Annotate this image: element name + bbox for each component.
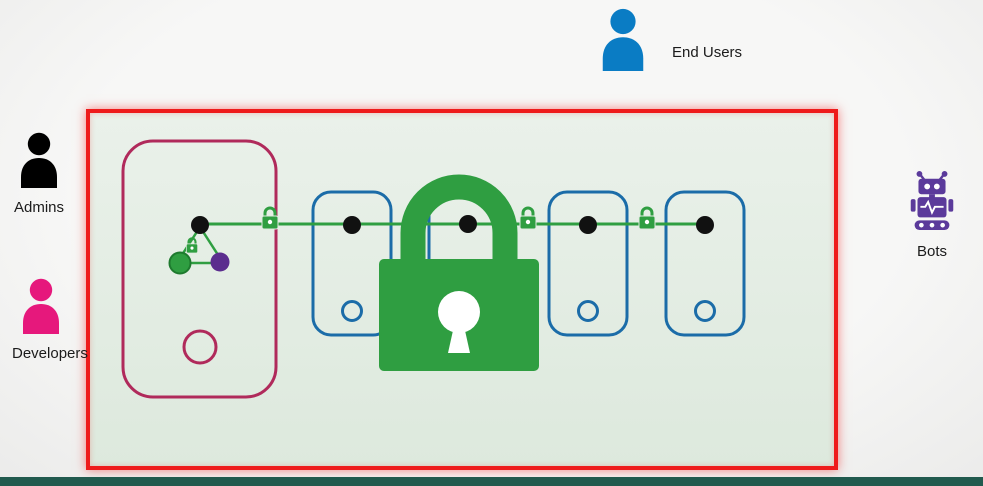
end-users-label: End Users	[672, 44, 743, 61]
end-users-person-icon	[602, 8, 644, 71]
actor-developers: Developers	[12, 278, 88, 362]
secure-boundary-zone	[86, 109, 838, 470]
admins-person-icon	[21, 132, 57, 188]
admins-label: Admins	[13, 199, 65, 216]
bottom-bar	[0, 477, 983, 486]
developers-label: Developers	[12, 345, 88, 362]
actor-end-users: End Users	[596, 8, 742, 71]
bots-label: Bots	[916, 243, 947, 260]
developers-person-icon	[23, 278, 59, 334]
bots-robot-icon	[910, 171, 954, 230]
actor-bots: Bots	[901, 170, 963, 260]
actor-admins: Admins	[10, 132, 68, 216]
